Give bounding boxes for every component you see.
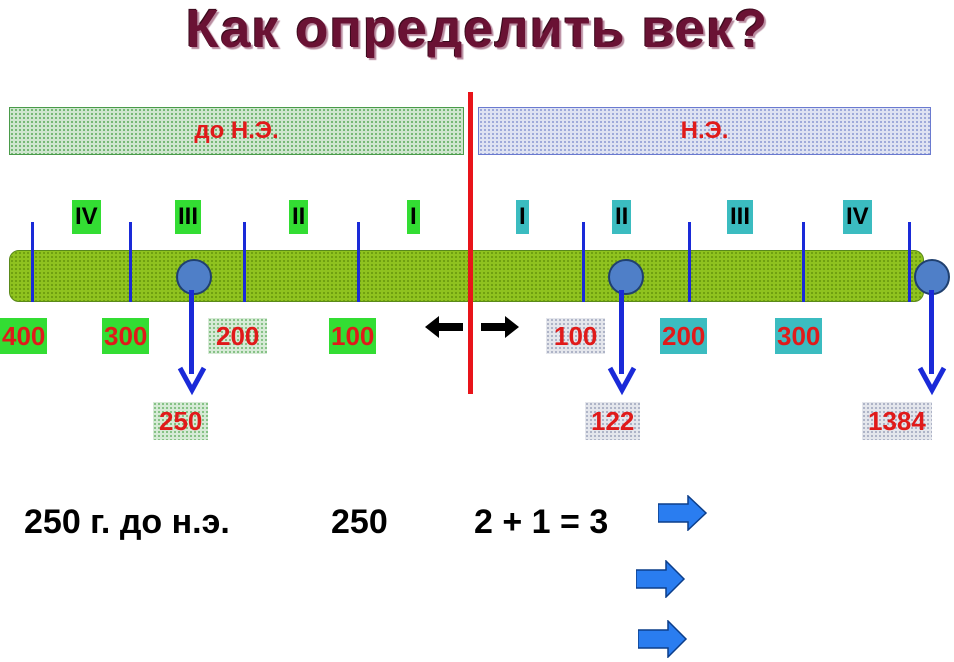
century-ad-2: II xyxy=(612,200,632,234)
century-bc-3: III xyxy=(175,200,202,234)
timeline-tick xyxy=(129,222,132,302)
timeline-bar xyxy=(9,250,924,302)
timeline-tick xyxy=(688,222,691,302)
timeline-tick xyxy=(31,222,34,302)
era-ad-label: Н.Э. xyxy=(680,117,729,144)
era-bc-label: до Н.Э. xyxy=(194,117,279,144)
right-arrow-icon xyxy=(636,560,686,598)
pointer-arrow-icon xyxy=(177,290,207,396)
year-label-ad-200: 200 xyxy=(660,318,708,354)
year-label-ad-300: 300 xyxy=(775,318,823,354)
formula-date: 250 г. до н.э. xyxy=(24,503,230,541)
marker-122 xyxy=(608,259,644,295)
timeline-tick xyxy=(582,222,585,302)
timeline-tick xyxy=(908,222,911,302)
timeline-tick xyxy=(243,222,246,302)
right-arrow-icon xyxy=(638,620,688,658)
formula-number: 250 xyxy=(331,503,388,541)
example-year-122: 122 xyxy=(585,402,641,440)
example-year-250: 250 xyxy=(153,402,209,440)
right-arrow-icon xyxy=(658,495,708,531)
century-bc-4: IV xyxy=(72,200,101,234)
year-label-bc-200: 200 xyxy=(208,318,268,354)
century-bc-1: I xyxy=(407,200,420,234)
year-label-bc-400: 400 xyxy=(0,318,48,354)
era-divider-line xyxy=(468,92,473,394)
example-year-1384: 1384 xyxy=(862,402,932,440)
century-ad-4: IV xyxy=(843,200,872,234)
century-ad-3: III xyxy=(727,200,754,234)
century-ad-1: I xyxy=(516,200,529,234)
era-bc-band: до Н.Э. xyxy=(9,107,464,155)
marker-250 xyxy=(176,259,212,295)
era-ad-band: Н.Э. xyxy=(478,107,931,155)
page-title: Как определить век? xyxy=(185,0,769,59)
century-bc-2: II xyxy=(289,200,309,234)
pointer-arrow-icon xyxy=(917,290,947,396)
timeline-tick xyxy=(357,222,360,302)
timeline-tick xyxy=(802,222,805,302)
year-label-bc-300: 300 xyxy=(102,318,150,354)
double-arrow-icon xyxy=(425,316,519,338)
year-label-bc-100: 100 xyxy=(329,318,377,354)
pointer-arrow-icon xyxy=(607,290,637,396)
year-label-ad-100: 100 xyxy=(546,318,606,354)
formula-calc: 2 + 1 = 3 xyxy=(474,503,609,541)
